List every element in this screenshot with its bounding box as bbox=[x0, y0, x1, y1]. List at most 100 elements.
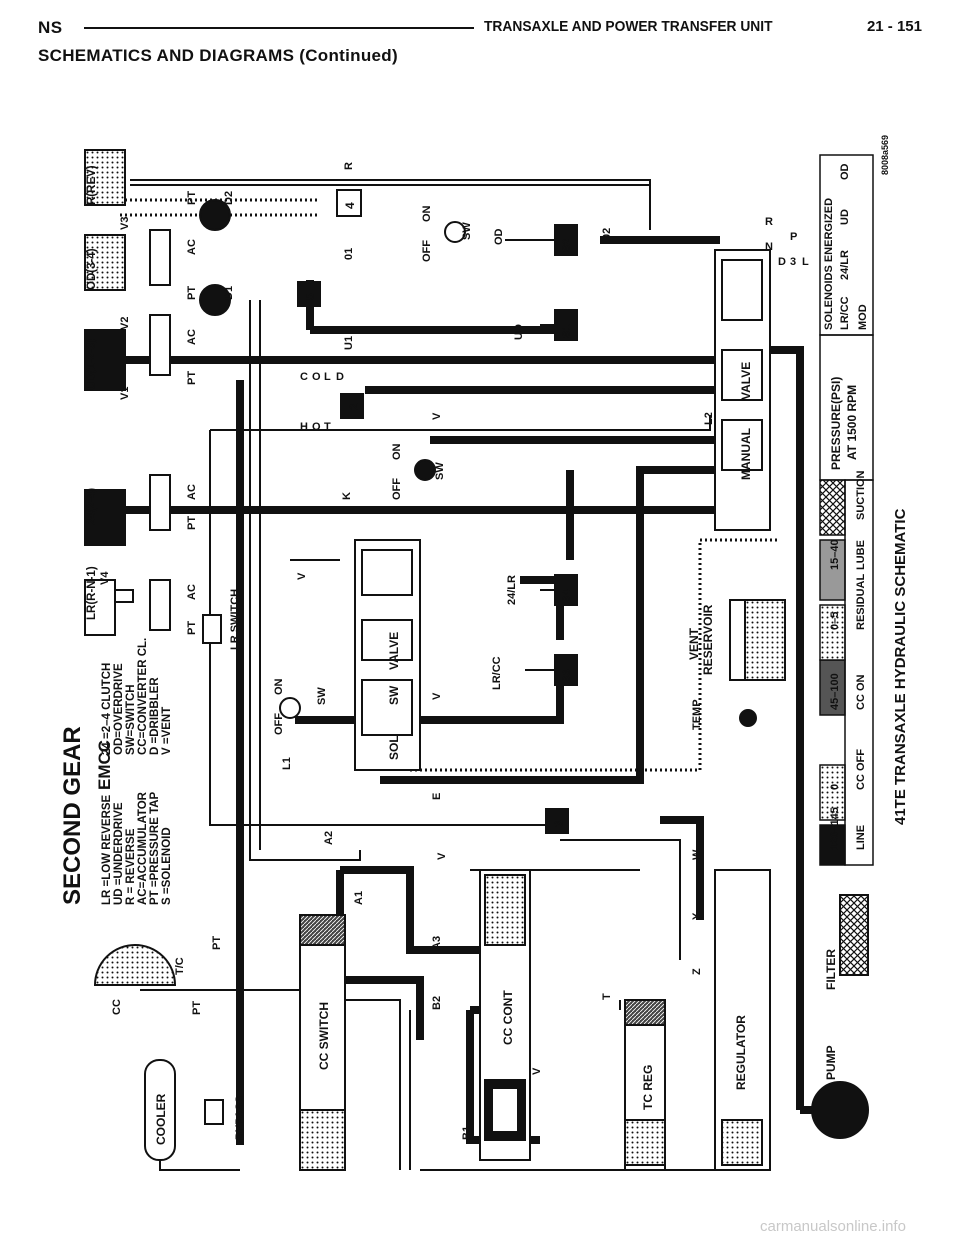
solenoid-table-cell: 24/LR bbox=[839, 250, 851, 280]
gear-letter: 3 bbox=[790, 256, 796, 268]
pump-label: PUMP bbox=[824, 1045, 838, 1080]
pt-label: PT bbox=[211, 936, 223, 950]
dribbler-d1: D1 bbox=[223, 286, 235, 300]
switch-off-label: OFF bbox=[273, 713, 285, 735]
line-label: Y bbox=[691, 912, 703, 920]
figure-id: 8008a569 bbox=[880, 135, 890, 175]
thermal-valve-letter: H bbox=[300, 421, 308, 433]
accumulator-label: AC bbox=[186, 484, 198, 500]
gear-letter: P bbox=[790, 231, 797, 243]
vent-label: VENT bbox=[687, 627, 701, 660]
cc-label: CC bbox=[111, 999, 123, 1015]
outline-frame bbox=[209, 415, 711, 826]
lube-lines bbox=[130, 179, 721, 1171]
regulator-valve bbox=[714, 869, 771, 1171]
reservoir bbox=[729, 599, 786, 727]
thermal-valve-letter: C bbox=[300, 371, 308, 383]
cooler bbox=[144, 1059, 240, 1171]
pressure-value: 0 bbox=[829, 784, 841, 790]
legend-right-item: V =VENT bbox=[161, 707, 173, 755]
dribbler-d2: D2 bbox=[223, 191, 235, 205]
marker-2 bbox=[340, 393, 364, 419]
accumulator-label: AC bbox=[186, 239, 198, 255]
clutch-lr bbox=[84, 579, 222, 644]
clutch-ud bbox=[84, 314, 171, 391]
thermal-valve-letter: T bbox=[324, 421, 331, 433]
line-label: T bbox=[601, 993, 613, 1000]
clutch-od bbox=[84, 199, 231, 316]
solenoid-s1-label: S1 bbox=[561, 325, 573, 338]
solenoid-s4 bbox=[540, 574, 578, 606]
pressure-name: LINE bbox=[855, 825, 867, 850]
accumulator-label: AC bbox=[186, 329, 198, 345]
gear-letter: L bbox=[802, 256, 809, 268]
switch-sw-label: SW bbox=[316, 687, 328, 705]
tc-label: T/C bbox=[174, 957, 186, 975]
thermal-valve-letter: D bbox=[336, 371, 344, 383]
vent-marker: V bbox=[531, 1067, 543, 1075]
header-rule bbox=[84, 27, 474, 29]
pressure-tap-label: PT bbox=[186, 371, 198, 385]
marker-4 bbox=[336, 189, 362, 217]
marker-3 bbox=[545, 808, 569, 834]
pressure-title: AT 1500 RPM bbox=[845, 385, 859, 460]
line-label: R bbox=[343, 162, 355, 170]
diagram-title: SECOND GEAR bbox=[59, 726, 86, 905]
pressure-switch bbox=[279, 221, 466, 719]
pressure-value: 120–145 bbox=[829, 807, 841, 850]
pressure-name: LUBE bbox=[855, 540, 867, 570]
line-label: B2 bbox=[431, 996, 443, 1010]
vent-label: V3 bbox=[119, 217, 131, 230]
valve-label: VALVE bbox=[387, 632, 401, 670]
solenoid-s2-label: S2 bbox=[561, 239, 573, 252]
pump bbox=[811, 1081, 869, 1139]
marker-number: 2 bbox=[347, 403, 361, 410]
vent-marker: V bbox=[296, 572, 308, 580]
clutch-label: UD(1-2-3) bbox=[86, 339, 98, 390]
cooler-label: COOLER bbox=[154, 1093, 168, 1145]
solenoid-s1 bbox=[540, 309, 578, 341]
tc-reg-valve bbox=[624, 999, 666, 1171]
clutch-label: LR(R-N-1) bbox=[86, 566, 98, 620]
switch-off-label: OFF bbox=[391, 478, 403, 500]
pressure-name: CC OFF bbox=[855, 749, 867, 790]
legend-right-item: D =DRIBBLER bbox=[149, 677, 161, 755]
line-label: Z bbox=[691, 968, 703, 975]
cc-cont-label: CC CONT bbox=[501, 990, 515, 1045]
solenoid-table-title: SOLENOIDS ENERGIZED bbox=[823, 198, 835, 330]
legend-right-item: SW=SWITCH bbox=[125, 684, 137, 755]
cc-switch-valve bbox=[299, 914, 346, 1171]
lr-switch-label: LR SWITCH bbox=[229, 589, 241, 650]
temp-label: TEMP bbox=[691, 699, 703, 730]
pressure-name: RESIDUAL bbox=[855, 573, 867, 630]
page-subheader: SCHEMATICS AND DIAGRAMS (Continued) bbox=[38, 46, 398, 65]
gear-letter: R bbox=[765, 216, 773, 228]
legend-left-item: UD =UNDERDRIVE bbox=[113, 802, 125, 905]
vent-marker: V bbox=[431, 692, 443, 700]
pressure-name: SUCTION bbox=[855, 470, 867, 520]
line-label: L2 bbox=[703, 412, 715, 425]
solenoid-table-cell: MOD bbox=[857, 304, 869, 330]
accumulator-label: AC bbox=[186, 584, 198, 600]
page-header: NS TRANSAXLE AND POWER TRANSFER UNIT 21 … bbox=[38, 18, 922, 58]
line-label: A3 bbox=[431, 936, 443, 950]
pressure-legend bbox=[819, 154, 874, 866]
thermal-valve-letter: L bbox=[324, 371, 331, 383]
sw-label: SW bbox=[387, 685, 401, 705]
watermark: carmanualsonline.info bbox=[760, 1218, 906, 1235]
lr-switch-valve bbox=[354, 539, 421, 771]
vent-label: V2 bbox=[119, 317, 131, 330]
reservoir-label: RESERVOIR bbox=[701, 604, 715, 675]
line-label: A2 bbox=[323, 831, 335, 845]
pressure-value: 15–40 bbox=[829, 539, 841, 570]
legend-right-item: 24 =2–4 CLUTCH bbox=[101, 663, 113, 755]
clutch-label: R(REV) bbox=[86, 165, 98, 205]
solenoid-s3-label: S3 bbox=[561, 670, 573, 683]
thermal-valve-letter: O bbox=[312, 421, 321, 433]
legend-right-item: CC=CONVERTER CL. bbox=[137, 638, 149, 755]
marker-number: 5 bbox=[303, 293, 317, 300]
line-label: 01 bbox=[343, 248, 355, 260]
section-title: TRANSAXLE AND POWER TRANSFER UNIT bbox=[484, 18, 773, 35]
